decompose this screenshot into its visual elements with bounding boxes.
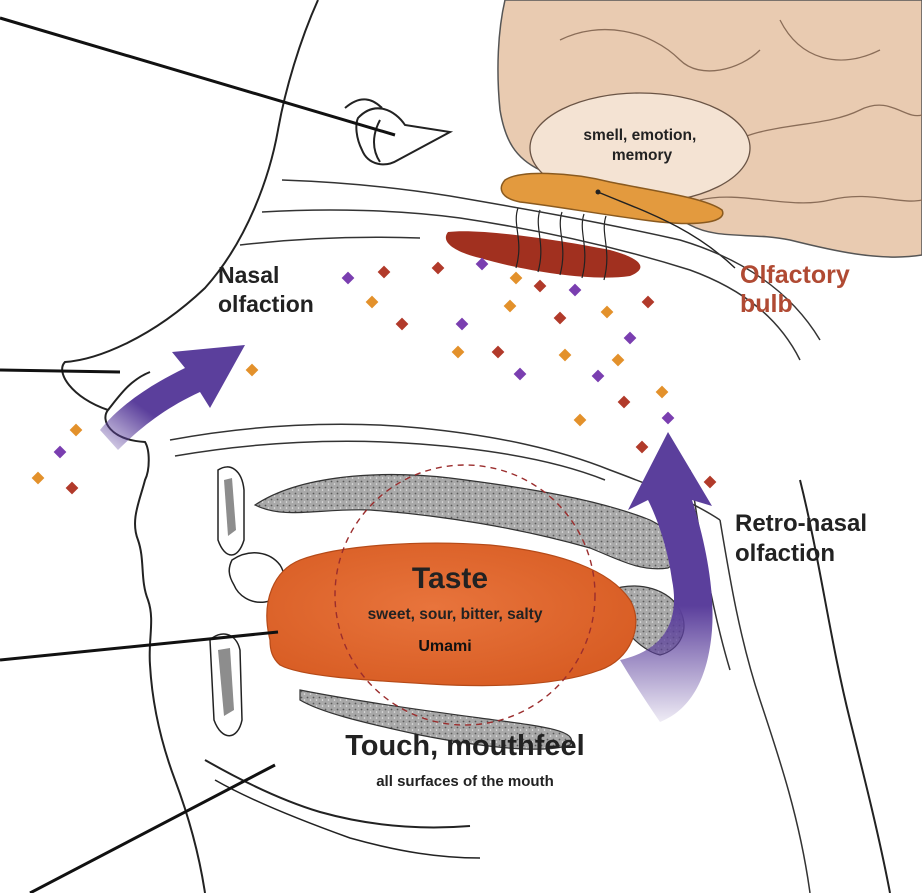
brain-label-line-1: smell, emotion, bbox=[583, 127, 696, 144]
odor-molecule bbox=[396, 318, 409, 331]
touch-subtitle: all surfaces of the mouth bbox=[376, 773, 554, 790]
taste-list: sweet, sour, bitter, salty bbox=[368, 606, 543, 623]
odor-molecule bbox=[574, 414, 587, 427]
eye-iris bbox=[374, 120, 380, 162]
retro-nasal-label-line-2: olfaction bbox=[735, 540, 835, 567]
forehead-nose-profile bbox=[62, 0, 318, 893]
odor-molecule bbox=[366, 296, 379, 309]
retro-nasal-label: Retro-nasal olfaction bbox=[735, 510, 874, 567]
odor-molecule bbox=[612, 354, 625, 367]
eye-shape bbox=[356, 108, 450, 164]
odor-molecule bbox=[554, 312, 567, 325]
odor-molecule bbox=[618, 396, 631, 409]
odor-molecule bbox=[510, 272, 523, 285]
odor-molecule bbox=[432, 262, 445, 275]
odor-molecule bbox=[642, 296, 655, 309]
eye bbox=[345, 99, 450, 164]
odor-molecule bbox=[559, 349, 572, 362]
pharynx-wall bbox=[720, 520, 810, 893]
touch-title: Touch, mouthfeel bbox=[345, 730, 585, 762]
odor-molecule bbox=[54, 446, 67, 459]
odor-molecule bbox=[456, 318, 469, 331]
nasal-passage-lower bbox=[240, 237, 420, 245]
odor-molecule bbox=[378, 266, 391, 279]
retro-nasal-arrow bbox=[620, 432, 713, 722]
odor-molecule bbox=[534, 280, 547, 293]
brain-label-line-2: memory bbox=[612, 147, 673, 164]
olfactory-bulb-label-line-2: bulb bbox=[740, 290, 793, 318]
retro-nasal-label-line-1: Retro-nasal bbox=[735, 510, 867, 537]
nasal-olfaction-label: Nasal olfaction bbox=[218, 262, 314, 317]
odor-molecule bbox=[704, 476, 717, 489]
odor-molecule bbox=[662, 412, 675, 425]
odor-molecule bbox=[656, 386, 669, 399]
nasal-olfaction-label-line-1: Nasal bbox=[218, 262, 279, 288]
odor-molecule bbox=[70, 424, 83, 437]
odor-molecule bbox=[504, 300, 517, 313]
odor-molecule bbox=[514, 368, 527, 381]
pointer-line-mouth bbox=[30, 765, 275, 893]
nasal-olfaction-label-line-2: olfaction bbox=[218, 291, 314, 317]
odor-molecules bbox=[32, 258, 717, 495]
umami-label: Umami bbox=[418, 638, 471, 655]
olfactory-epithelium bbox=[446, 231, 641, 277]
odor-molecule bbox=[452, 346, 465, 359]
odor-molecule bbox=[592, 370, 605, 383]
odor-molecule bbox=[624, 332, 637, 345]
odor-molecule bbox=[636, 441, 649, 454]
eyebrow bbox=[345, 99, 382, 108]
odor-molecule bbox=[601, 306, 614, 319]
mandible bbox=[205, 760, 470, 827]
odor-molecule bbox=[32, 472, 45, 485]
pointer-line-eye bbox=[0, 18, 395, 135]
odor-molecule bbox=[569, 284, 582, 297]
odor-molecule bbox=[492, 346, 505, 359]
odor-molecule bbox=[66, 482, 79, 495]
odor-molecule bbox=[246, 364, 259, 377]
olfactory-bulb-label-line-1: Olfactory bbox=[740, 261, 850, 289]
taste-title: Taste bbox=[412, 562, 488, 595]
odor-molecule bbox=[342, 272, 355, 285]
nasal-olfaction-arrow bbox=[100, 345, 245, 450]
pointer-line-nose bbox=[0, 370, 120, 372]
